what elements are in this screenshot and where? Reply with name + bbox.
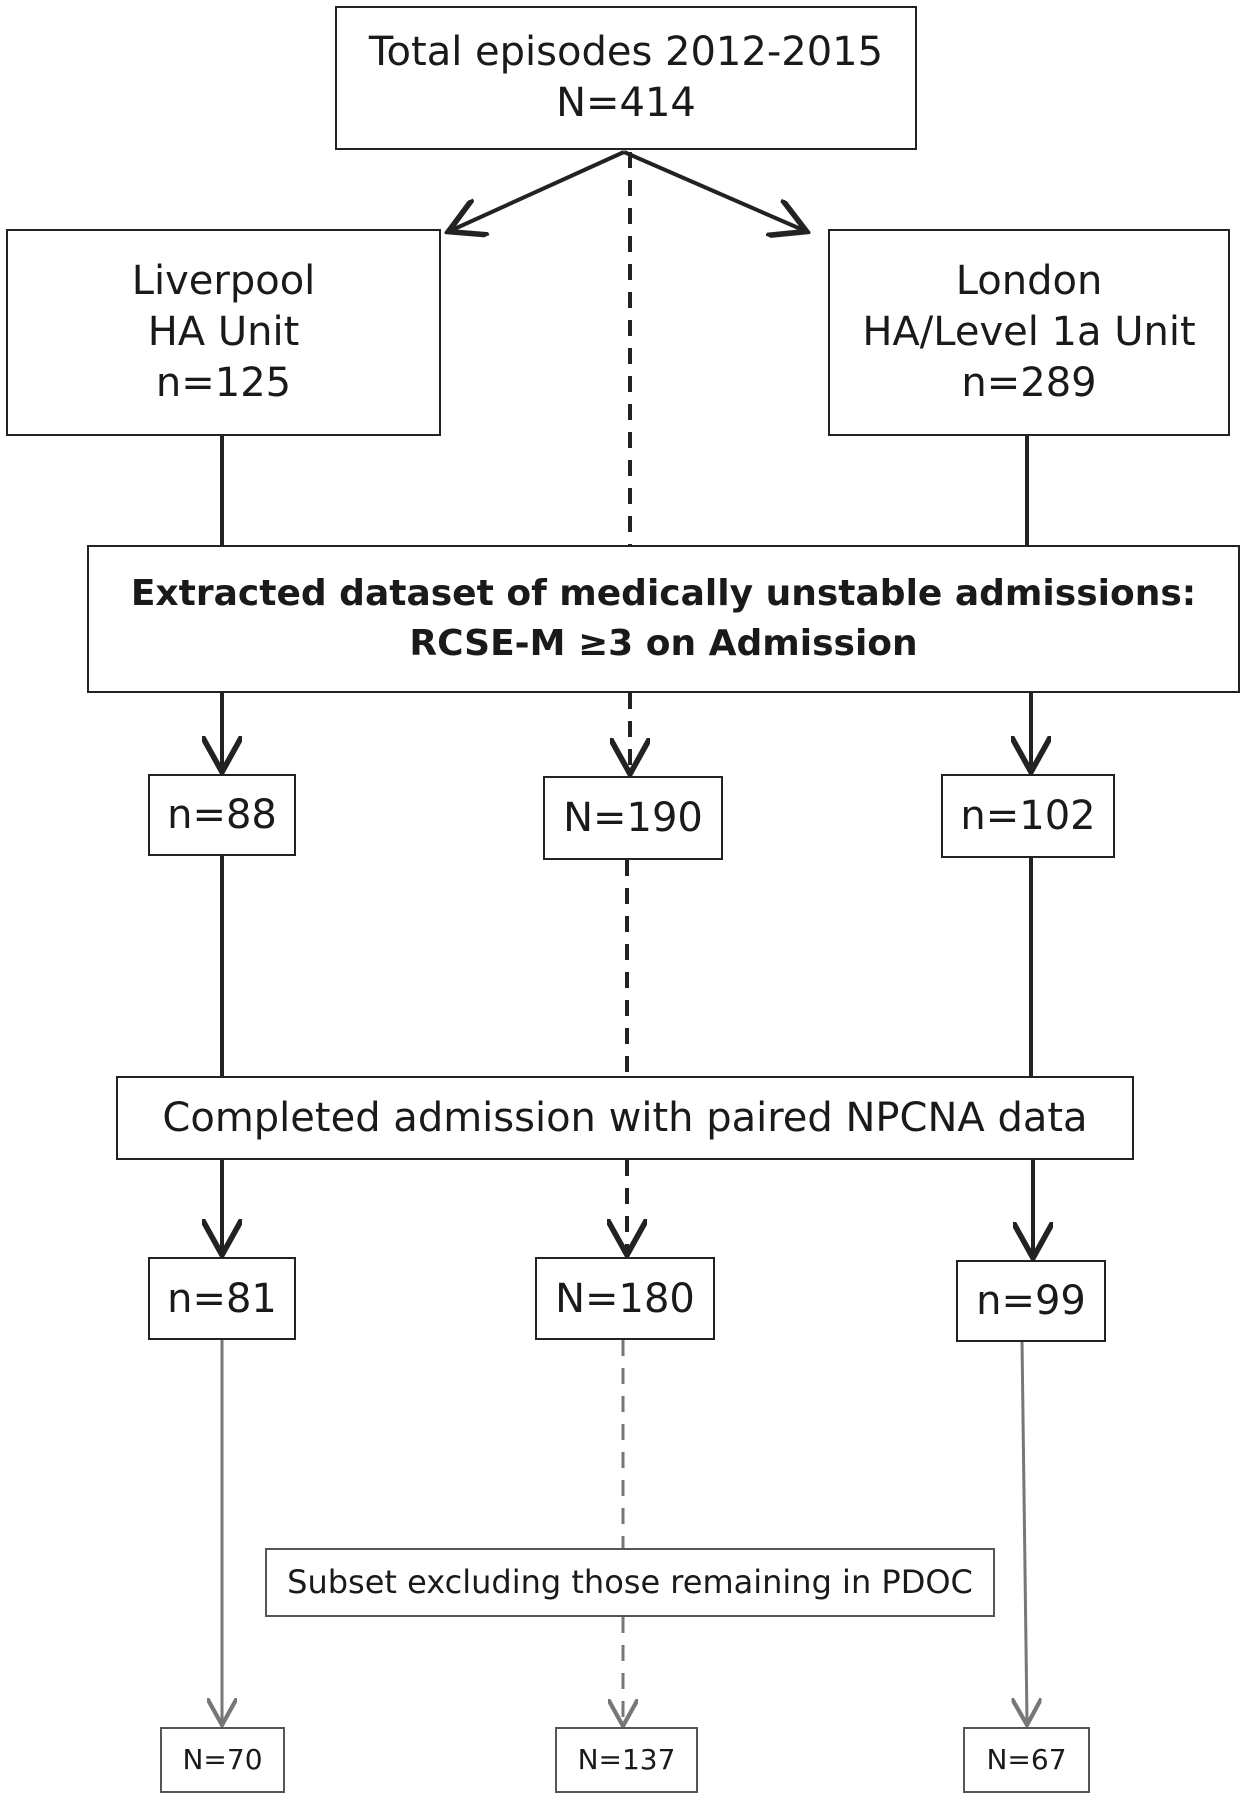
london-unit-name: London — [955, 257, 1103, 304]
liverpool-unit-type: HA Unit — [147, 308, 300, 355]
liverpool-completed-count: n=81 — [167, 1275, 277, 1322]
combined-unstable-count: N=190 — [563, 795, 703, 841]
london-unstable-count: n=102 — [960, 793, 1096, 839]
total-episodes-box: Total episodes 2012-2015 N=414 — [335, 6, 917, 150]
liverpool-unstable-count-box: n=88 — [148, 774, 296, 856]
liverpool-subset-count-box: N=70 — [160, 1727, 285, 1793]
extracted-dataset-criterion: RCSE-M ≥3 on Admission — [409, 623, 918, 664]
combined-subset-count: N=137 — [577, 1743, 676, 1777]
combined-completed-count: N=180 — [555, 1275, 695, 1322]
london-subset-count: N=67 — [986, 1743, 1067, 1777]
combined-completed-count-box: N=180 — [535, 1257, 715, 1340]
london-unstable-count-box: n=102 — [941, 774, 1115, 858]
arrow-london-n99-to-n67 — [1022, 1339, 1027, 1722]
london-completed-count-box: n=99 — [956, 1260, 1106, 1342]
extracted-dataset-title: Extracted dataset of medically unstable … — [130, 572, 1197, 614]
completed-admission-box: Completed admission with paired NPCNA da… — [116, 1076, 1134, 1160]
combined-unstable-count-box: N=190 — [543, 776, 723, 860]
liverpool-unstable-count: n=88 — [167, 792, 277, 838]
combined-subset-count-box: N=137 — [555, 1727, 698, 1793]
total-episodes-count: N=414 — [556, 80, 696, 126]
london-subset-count-box: N=67 — [963, 1727, 1090, 1793]
london-unit-count: n=289 — [961, 360, 1097, 407]
extracted-dataset-box: Extracted dataset of medically unstable … — [87, 545, 1240, 693]
liverpool-unit-name: Liverpool — [131, 257, 316, 304]
total-episodes-title: Total episodes 2012-2015 — [368, 28, 884, 75]
london-completed-count: n=99 — [976, 1278, 1086, 1324]
liverpool-completed-count-box: n=81 — [148, 1257, 296, 1340]
liverpool-unit-box: Liverpool HA Unit n=125 — [6, 229, 441, 436]
subset-excluding-pdoc-box: Subset excluding those remaining in PDOC — [265, 1548, 995, 1617]
arrow-total-to-london — [623, 150, 803, 230]
liverpool-unit-count: n=125 — [155, 360, 292, 407]
arrow-total-to-liverpool — [452, 150, 625, 230]
liverpool-subset-count: N=70 — [182, 1743, 263, 1777]
subset-excluding-pdoc-label: Subset excluding those remaining in PDOC — [287, 1563, 973, 1602]
london-unit-box: London HA/Level 1a Unit n=289 — [828, 229, 1230, 436]
completed-admission-label: Completed admission with paired NPCNA da… — [162, 1095, 1088, 1141]
london-unit-type: HA/Level 1a Unit — [862, 308, 1196, 355]
